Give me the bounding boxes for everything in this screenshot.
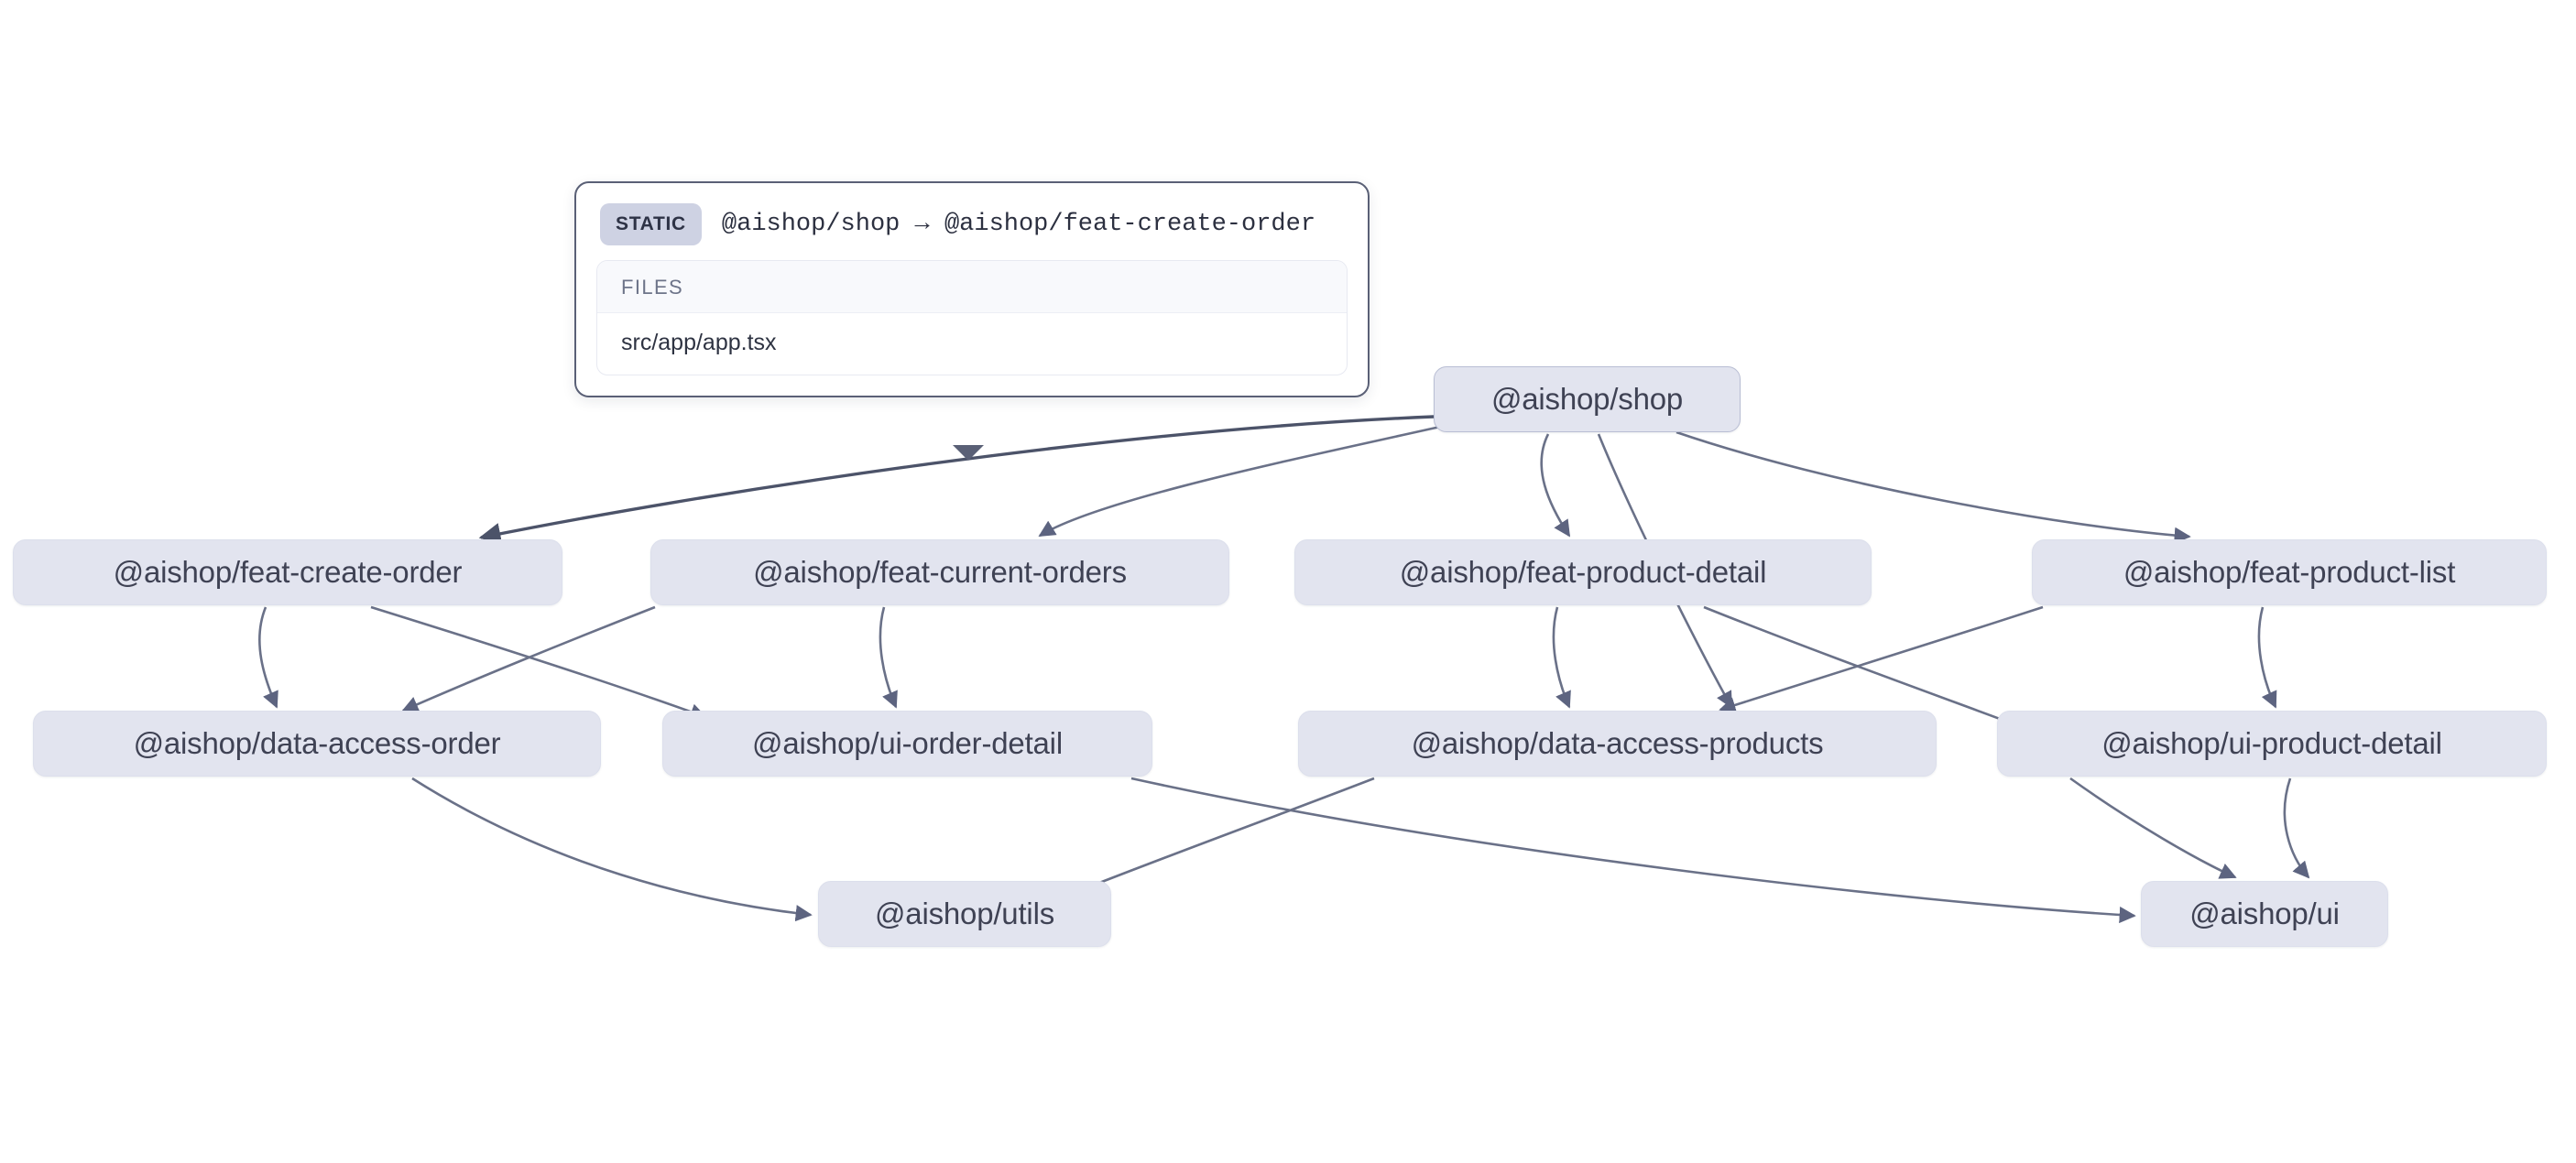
graph-node-ui[interactable]: @aishop/ui (2141, 881, 2388, 947)
edge-feat-create-order-to-data-access-order[interactable] (258, 606, 278, 709)
edge-data-access-products-to-utils[interactable] (1061, 777, 1375, 900)
graph-node-ui-order-detail[interactable]: @aishop/ui-order-detail (662, 711, 1152, 777)
edge-shop-to-feat-current-orders[interactable] (1038, 425, 1441, 538)
graph-node-label: @aishop/shop (1490, 382, 1684, 416)
graph-node-label: @aishop/feat-current-orders (753, 555, 1127, 589)
edge-shop-to-feat-create-order[interactable] (478, 415, 1435, 545)
graph-node-feat-product-list[interactable]: @aishop/feat-product-list (2032, 539, 2547, 605)
edge-feat-product-list-to-ui-product-detail[interactable] (2257, 606, 2277, 709)
graph-node-feat-product-detail[interactable]: @aishop/feat-product-detail (1294, 539, 1872, 605)
tooltip-files-heading: FILES (597, 261, 1347, 313)
graph-node-feat-create-order[interactable]: @aishop/feat-create-order (13, 539, 562, 605)
edge-feat-product-list-to-data-access-products[interactable] (1719, 605, 2044, 713)
graph-node-label: @aishop/feat-create-order (113, 555, 463, 589)
tooltip-dependency-title: @aishop/shop → @aishop/feat-create-order (721, 211, 1316, 238)
graph-node-ui-product-detail[interactable]: @aishop/ui-product-detail (1997, 711, 2547, 777)
graph-node-label: @aishop/ui-product-detail (2101, 726, 2442, 760)
tooltip-header: STATIC @aishop/shop → @aishop/feat-creat… (576, 183, 1368, 260)
edge-feat-create-order-to-ui-order-detail[interactable] (370, 605, 707, 720)
graph-node-label: @aishop/feat-product-list (2123, 555, 2456, 589)
graph-node-feat-current-orders[interactable]: @aishop/feat-current-orders (650, 539, 1229, 605)
edge-ui-product-detail-to-ui[interactable] (2069, 777, 2237, 879)
graph-node-label: @aishop/ui-order-detail (752, 726, 1063, 760)
edge-ui-order-detail-to-ui[interactable] (1130, 777, 2136, 924)
graph-node-shop[interactable]: @aishop/shop (1434, 366, 1741, 432)
graph-node-data-access-order[interactable]: @aishop/data-access-order (33, 711, 601, 777)
edges-group (258, 415, 2310, 924)
graph-node-label: @aishop/data-access-products (1411, 726, 1824, 760)
tooltip-file-row: src/app/app.tsx (621, 330, 777, 355)
edge-shop-to-feat-product-list[interactable] (1675, 430, 2191, 544)
edge-feat-current-orders-to-ui-order-detail[interactable] (879, 606, 898, 709)
edge-shop-to-feat-product-detail[interactable] (1540, 433, 1571, 538)
graph-node-label: @aishop/utils (875, 897, 1054, 930)
graph-node-data-access-products[interactable]: @aishop/data-access-products (1298, 711, 1937, 777)
edge-details-tooltip[interactable]: STATIC @aishop/shop → @aishop/feat-creat… (574, 181, 1370, 397)
tooltip-files-panel: FILES src/app/app.tsx (596, 260, 1348, 375)
graph-node-utils[interactable]: @aishop/utils (818, 881, 1111, 947)
edge-feat-current-orders-to-data-access-order[interactable] (401, 605, 656, 712)
graph-node-label: @aishop/ui (2189, 897, 2340, 930)
static-dependency-tag: STATIC (600, 203, 702, 245)
tooltip-pointer-triangle (953, 445, 984, 461)
edge-ui-product-detail-right-to-ui[interactable] (2283, 777, 2310, 879)
edge-feat-product-detail-to-data-access-products[interactable] (1552, 606, 1571, 709)
graph-node-label: @aishop/feat-product-detail (1399, 555, 1767, 589)
edge-data-access-order-to-utils[interactable] (411, 777, 813, 922)
tooltip-files-list: src/app/app.tsx (597, 313, 1347, 375)
graph-node-label: @aishop/data-access-order (133, 726, 501, 760)
